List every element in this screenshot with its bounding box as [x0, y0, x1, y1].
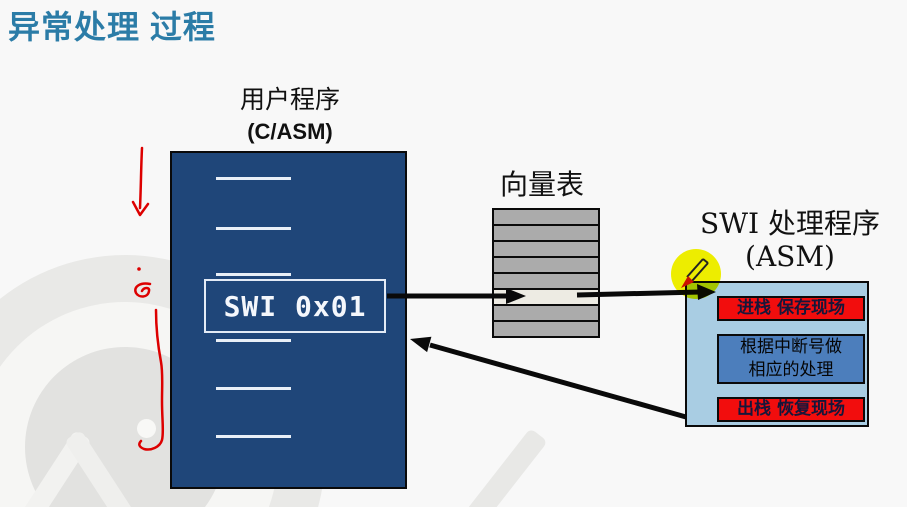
- pen-down-arrowhead: [131, 200, 150, 217]
- highlight-circle: [671, 249, 721, 299]
- swi-handler-label-line2: (ASM): [745, 240, 835, 273]
- swi-handler-label-line1: SWI 处理程序: [700, 207, 880, 240]
- vector-row: [494, 274, 598, 290]
- user-program-box: SWI 0x01: [170, 151, 407, 489]
- slide-title: 异常处理 过程: [8, 9, 216, 45]
- watermark-dot: [137, 419, 156, 438]
- code-line: [216, 339, 291, 342]
- handler-step-pop-restore: 出栈 恢复现场: [717, 397, 865, 422]
- vector-row: [494, 258, 598, 274]
- arrowhead: [410, 336, 432, 353]
- user-program-label-line2: (C/ASM): [247, 119, 333, 144]
- vector-row-highlighted: [494, 290, 598, 306]
- vector-row: [494, 210, 598, 226]
- user-program-label: 用户程序 (C/ASM): [200, 86, 380, 149]
- swi-handler-label: SWI 处理程序 (ASM): [678, 207, 902, 273]
- code-line: [216, 387, 291, 390]
- arrow-handler-return: [429, 342, 687, 420]
- swi-instruction-text: SWI 0x01: [223, 289, 367, 323]
- swi-handler-box: 进栈 保存现场 根据中断号做 相应的处理 出栈 恢复现场: [685, 281, 869, 427]
- code-line: [216, 435, 291, 438]
- swi-instruction-box: SWI 0x01: [204, 279, 386, 333]
- code-line: [216, 273, 291, 276]
- user-program-label-line1: 用户程序: [239, 85, 340, 114]
- handler-step-push-save: 进栈 保存现场: [717, 296, 865, 321]
- handler-step-dispatch-line1: 根据中断号做: [740, 337, 842, 357]
- vector-table-label: 向量表: [499, 168, 584, 201]
- vector-row: [494, 226, 598, 242]
- vector-row: [494, 322, 598, 336]
- vector-table: [492, 208, 600, 338]
- vector-row: [494, 242, 598, 258]
- code-line: [216, 227, 291, 230]
- vector-row: [494, 306, 598, 322]
- pen-down-arrow: [138, 146, 144, 210]
- handler-step-dispatch: 根据中断号做 相应的处理: [717, 334, 865, 384]
- watermark-bar: [444, 428, 548, 507]
- code-line: [216, 177, 291, 180]
- handler-step-dispatch-line2: 相应的处理: [748, 360, 834, 380]
